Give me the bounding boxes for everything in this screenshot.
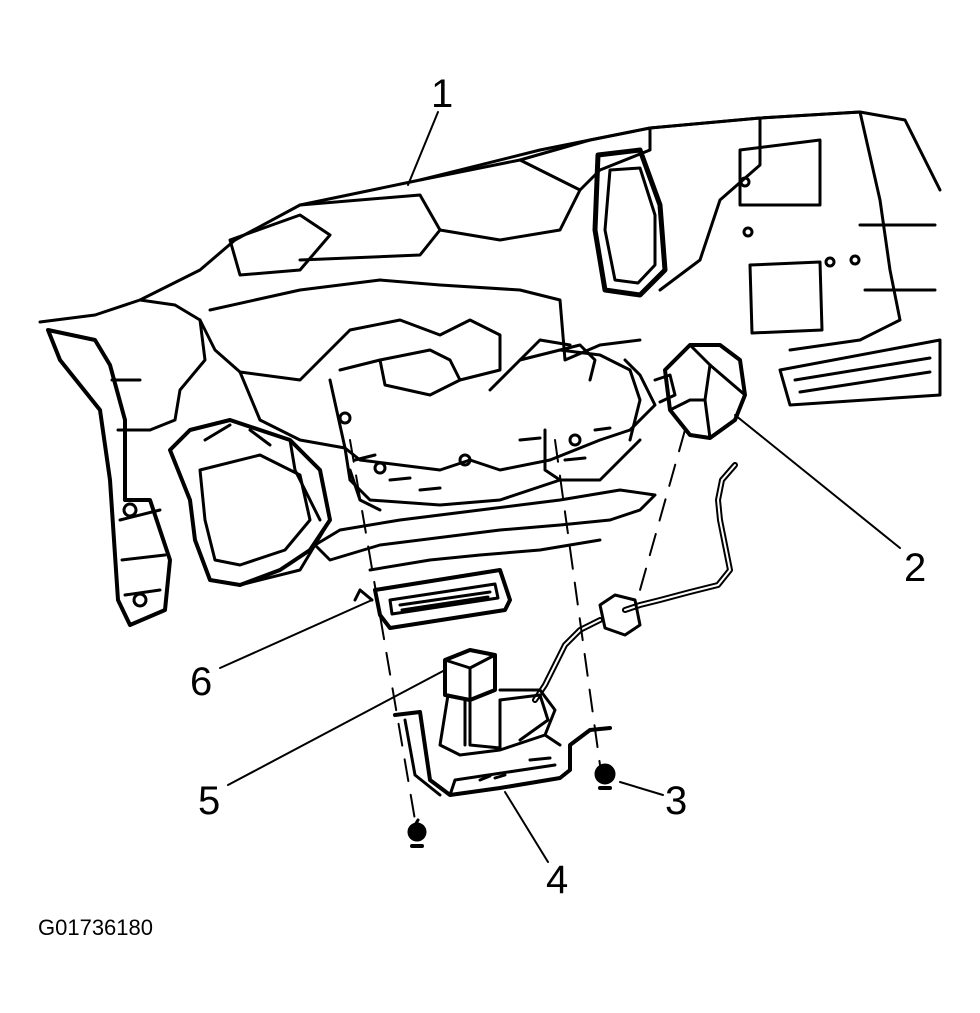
callout-1: 1 — [431, 72, 454, 116]
callout-2: 2 — [904, 546, 927, 590]
screw-3 — [594, 763, 616, 790]
actuator-2 — [653, 343, 747, 440]
assembly-lines — [349, 429, 686, 821]
callout-3: 3 — [665, 779, 688, 823]
left-housing — [168, 418, 332, 587]
mounting-bracket-4 — [393, 710, 612, 797]
callout-4: 4 — [546, 858, 569, 902]
control-module-5 — [438, 648, 557, 757]
instrument-panel-assembly — [38, 110, 942, 627]
screw-left — [407, 818, 427, 848]
vent-grille-6 — [353, 568, 512, 630]
panel-lower-structure — [198, 278, 657, 512]
callout-6: 6 — [190, 660, 213, 704]
callout-5: 5 — [198, 779, 221, 823]
figure-id: G01736180 — [38, 915, 153, 940]
wiring-harness — [532, 462, 738, 703]
leader-lines — [219, 111, 901, 863]
lower-duct — [313, 488, 657, 572]
